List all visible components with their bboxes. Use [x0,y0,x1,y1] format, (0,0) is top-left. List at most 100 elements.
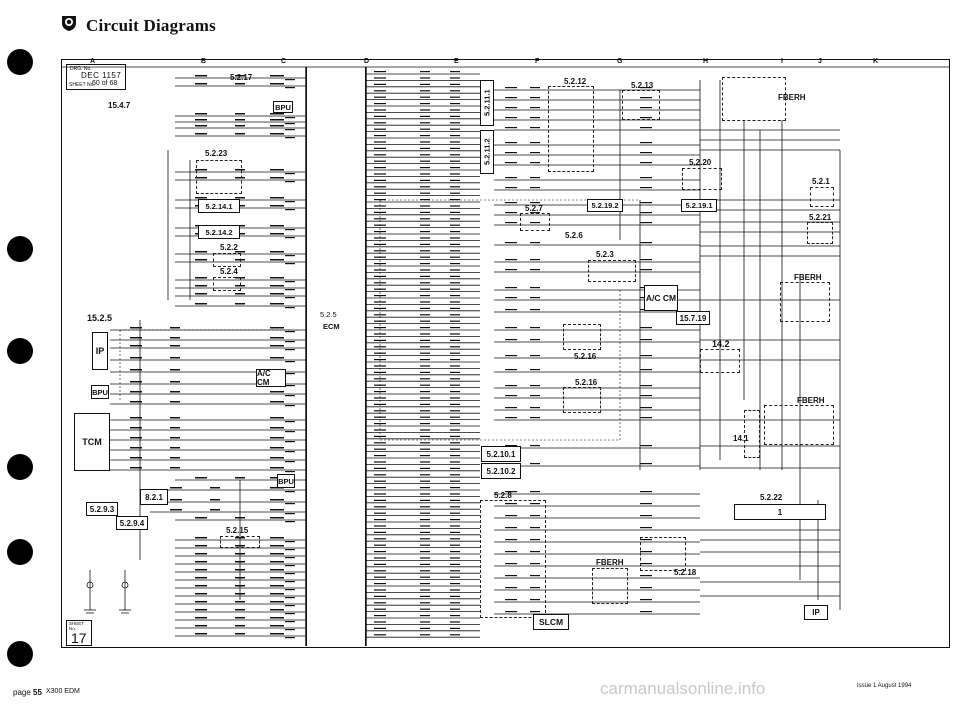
wire-label-mark [374,352,386,354]
wire-label-mark [195,593,207,595]
sheet-number-value: 17 [71,630,87,646]
ref-5-2-10-2: 5.2.10.2 [481,463,521,479]
wire-label-mark [195,545,207,547]
wire-label-mark [235,75,245,77]
wire-label-mark [374,391,386,393]
wire-label-mark [640,503,652,505]
wire-label-mark [505,503,517,505]
wire-label-mark [285,129,295,131]
wire-label-mark [450,397,460,399]
wire-label-mark [235,225,245,227]
wire-label-mark [420,423,430,425]
component-5-2-16-b [563,387,601,413]
wire-label-mark [285,255,295,257]
page-label: page [13,688,31,697]
wire-label-mark [450,135,460,137]
wire-label-mark [640,269,652,271]
wire-label-mark [505,287,517,289]
wire-label-mark [285,297,295,299]
wire-label-mark [420,320,430,322]
wire-label-mark [170,337,180,339]
wire-label-mark [235,233,245,235]
wire-label-mark [374,237,386,239]
wire-label-mark [270,133,284,135]
wire-label-mark [505,527,517,529]
wire-label-mark [505,187,517,189]
wire-label-mark [450,570,460,572]
wire-label-mark [285,331,295,333]
wire-label-mark [170,357,180,359]
wire-label-mark [420,154,430,156]
wire-label-mark [450,205,460,207]
wire-label-mark [285,521,295,523]
wire-label-mark [270,113,284,115]
wire-label-mark [270,251,284,253]
wire-label-mark [420,231,430,233]
wire-label-mark [420,224,430,226]
wire-label-mark [505,297,517,299]
component-5-2-8 [480,500,546,618]
wire-label-mark [450,557,460,559]
ref-14-1: 14.1 [733,434,749,443]
wire-label-mark [374,359,386,361]
wire-label-mark [374,403,386,405]
wire-label-mark [285,263,295,265]
jaguar-shield-icon [62,16,76,31]
page-number: page 55 [13,688,42,697]
ref-5-2-15: 5.2.15 [226,526,249,535]
wire-label-mark [420,474,430,476]
wire-label-mark [195,113,207,115]
wire-label-mark [420,391,430,393]
wire-label-mark [374,301,386,303]
wire-label-mark [450,71,460,73]
wire-label-mark [170,427,180,429]
component-5-2-13 [622,90,660,120]
wire-label-mark [285,597,295,599]
wire-label-mark [374,160,386,162]
wire-label-mark [285,541,295,543]
wire-label-mark [195,177,207,179]
wire-label-mark [374,474,386,476]
wire-label-mark [640,575,652,577]
ref-5-2-8: 5.2.8 [494,491,512,500]
wire-label-mark [420,602,430,604]
wire-label-mark [505,177,517,179]
ref-fberh-mid: FBERH [794,273,822,282]
column-letter: A [90,58,96,65]
wire-label-mark [270,125,284,127]
ref-5-2-16-a: 5.2.16 [574,352,597,361]
wire-label-mark [374,397,386,399]
wire-label-mark [130,427,142,429]
wire-label-mark [450,109,460,111]
wire-label-mark [374,608,386,610]
column-ruler: A B C D E F G H I J K [61,58,950,67]
ecm-reference: 5.2.5 [320,310,337,319]
wire-label-mark [130,467,142,469]
wire-label-mark [235,133,245,135]
wire-label-mark [130,337,142,339]
wire-label-mark [235,83,245,85]
wire-label-mark [450,512,460,514]
wire-label-mark [374,435,386,437]
wire-label-mark [195,285,207,287]
wire-label-mark [530,339,540,341]
ref-5-2-17: 5.2.17 [230,73,253,82]
wire-label-mark [420,544,430,546]
wire-label-mark [285,79,295,81]
wire-label-mark [420,583,430,585]
wire-label-mark [505,259,517,261]
ref-5-2-1: 5.2.1 [812,177,830,186]
wire-label-mark [530,187,540,189]
wire-label-mark [374,103,386,105]
wire-label-mark [235,477,245,479]
wire-label-mark [450,314,460,316]
wire-label-mark [420,371,430,373]
ref-5-2-4: 5.2.4 [220,267,238,276]
wire-label-mark [374,480,386,482]
wire-label-mark [235,119,245,121]
wire-label-mark [270,545,284,547]
wire-label-mark [285,613,295,615]
page-header: Circuit Diagrams [0,0,960,44]
wire-label-mark [235,609,245,611]
wire-label-mark [420,199,430,201]
